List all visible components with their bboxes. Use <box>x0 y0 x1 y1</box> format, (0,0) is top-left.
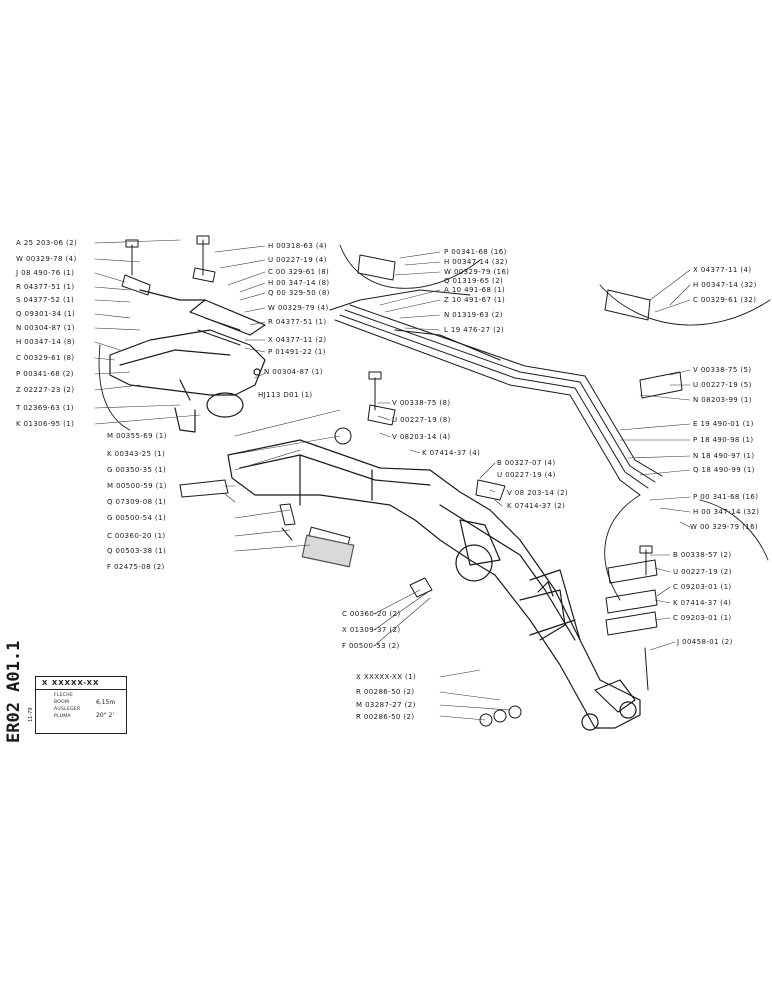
callout-label: R 00286-50 (2) <box>356 713 415 721</box>
callout-label: G 00350-35 (1) <box>107 466 167 474</box>
callout-label: H 00347-14 (32) <box>693 281 757 289</box>
callout-label: V 00338-75 (5) <box>693 366 752 374</box>
callout-label: G 00500-54 (1) <box>107 514 167 522</box>
callout-label: P 01491-22 (1) <box>268 348 326 356</box>
boom-length: 6,15m <box>96 699 116 706</box>
callout-label: A 10 491-68 (1) <box>444 286 506 294</box>
sheet-code: ER02 A01.1 <box>4 595 30 745</box>
name-de: AUSLEGER <box>54 707 81 712</box>
callout-label: W 00329-78 (4) <box>16 255 77 263</box>
sheet-date: 11-79 <box>28 707 34 722</box>
part-number: X XXXXX-XX <box>42 679 100 687</box>
name-fr: FLECHE <box>54 693 74 698</box>
callout-label: E 19 490-01 (1) <box>693 420 754 428</box>
callout-label: C 00 329-61 (8) <box>268 268 330 276</box>
callout-label: H 00347-14 (8) <box>16 338 75 346</box>
detail-arcs <box>98 244 771 601</box>
callout-label: Q 09301-34 (1) <box>16 310 76 318</box>
callout-label: M 00500-59 (1) <box>107 482 167 490</box>
title-block: X XXXXX-XX FLECHE BOOM AUSLEGER PLUMA 6,… <box>35 676 127 734</box>
callout-label: J 08 490-76 (1) <box>16 269 75 277</box>
callout-label: Z 02227-23 (2) <box>16 386 75 394</box>
callout-label: X 04377-11 (4) <box>693 266 752 274</box>
name-es: PLUMA <box>54 714 71 719</box>
callout-label: Q 18 490-99 (1) <box>693 466 755 474</box>
callout-label: P 00341-68 (16) <box>444 248 507 256</box>
boom-angle: 20° 2' <box>96 712 115 719</box>
callout-label: V 00338-75 (8) <box>392 399 451 407</box>
hydraulic-pipes <box>329 289 663 496</box>
callout-label: U 00227-19 (4) <box>497 471 556 479</box>
callout-label: J 00458-01 (2) <box>677 638 733 646</box>
callout-label: W 00329-79 (4) <box>268 304 329 312</box>
callout-label: X XXXXX-XX (1) <box>356 673 417 681</box>
callout-label: W 00 329-79 (16) <box>690 523 759 531</box>
callout-label: N 18 490-97 (1) <box>693 452 755 460</box>
callout-label: R 04377-51 (1) <box>268 318 327 326</box>
callout-label: C 00360-20 (2) <box>342 610 401 618</box>
callout-label: C 09203-01 (1) <box>673 583 732 591</box>
callout-label: L 19 476-27 (2) <box>444 326 505 334</box>
leader-lines <box>94 239 691 721</box>
callout-label: A 25 203-06 (2) <box>16 239 78 247</box>
callout-label: K 07414-37 (2) <box>507 502 566 510</box>
callout-label: N 01319-63 (2) <box>444 311 503 319</box>
callout-label: F 00500-53 (2) <box>342 642 400 650</box>
callout-label: U 00227-19 (5) <box>693 381 752 389</box>
callout-label: C 00329-61 (32) <box>693 296 757 304</box>
callout-label: C 09203-01 (1) <box>673 614 732 622</box>
callout-label: R 04377-51 (1) <box>16 283 75 291</box>
boom-main-body <box>227 439 641 731</box>
callout-label: W 00329-79 (16) <box>444 268 510 276</box>
pipe-clamps <box>357 254 683 636</box>
callout-label: HJ113 D01 (1) <box>258 391 313 399</box>
callout-label: N 00304-87 (1) <box>264 368 323 376</box>
callout-label: Q 00503-38 (1) <box>107 547 167 555</box>
callout-label: Q 00 329-50 (8) <box>268 289 330 297</box>
callout-label: U 00227-19 (2) <box>673 568 732 576</box>
callout-label: N 00304-87 (1) <box>16 324 75 332</box>
callout-label: C 00360-20 (1) <box>107 532 166 540</box>
callout-label: B 00338-57 (2) <box>673 551 732 559</box>
callout-label: M 03287-27 (2) <box>356 701 416 709</box>
boom-foot-assembly <box>109 289 266 433</box>
title-divider <box>36 689 126 690</box>
callout-label: X 04377-11 (2) <box>268 336 327 344</box>
callout-label: R 00286-50 (2) <box>356 688 415 696</box>
callout-label: Q 07309-08 (1) <box>107 498 167 506</box>
callout-label: U 00227-19 (8) <box>392 416 451 424</box>
callout-label: K 01306-95 (1) <box>16 420 75 428</box>
callout-label: K 07414-37 (4) <box>673 599 732 607</box>
callout-label: P 00341-68 (2) <box>16 370 74 378</box>
callout-label: F 02475-08 (2) <box>107 563 165 571</box>
callout-label: Q 01319-65 (2) <box>444 277 504 285</box>
callout-label: K 07414-37 (4) <box>422 449 481 457</box>
callout-label: B 00327-07 (4) <box>497 459 556 467</box>
callout-label: V 08203-14 (4) <box>392 433 451 441</box>
callout-label: K 00343-25 (1) <box>107 450 166 458</box>
callout-label: H 00347-14 (32) <box>444 258 508 266</box>
callout-label: S 04377-52 (1) <box>16 296 75 304</box>
callout-label: U 00227-19 (4) <box>268 256 327 264</box>
callout-label: C 00329-61 (8) <box>16 354 75 362</box>
callout-label: T 02369-63 (1) <box>16 404 74 412</box>
callout-label: H 00 347-14 (32) <box>693 508 760 516</box>
callout-label: X 01309-37 (2) <box>342 626 401 634</box>
callout-label: M 00355-69 (1) <box>107 432 167 440</box>
sheet-code-text: ER02 A01.1 <box>4 640 24 743</box>
callout-label: Z 10 491-67 (1) <box>444 296 506 304</box>
callout-label: H 00 347-14 (8) <box>268 279 330 287</box>
callout-label: N 08203-99 (1) <box>693 396 752 404</box>
callout-label: V 08 203-14 (2) <box>507 489 569 497</box>
name-en: BOOM <box>54 700 70 705</box>
callout-label: P 00 341-68 (16) <box>693 493 759 501</box>
callout-label: P 18 490-98 (1) <box>693 436 754 444</box>
callout-label: H 00318-63 (4) <box>268 242 327 250</box>
